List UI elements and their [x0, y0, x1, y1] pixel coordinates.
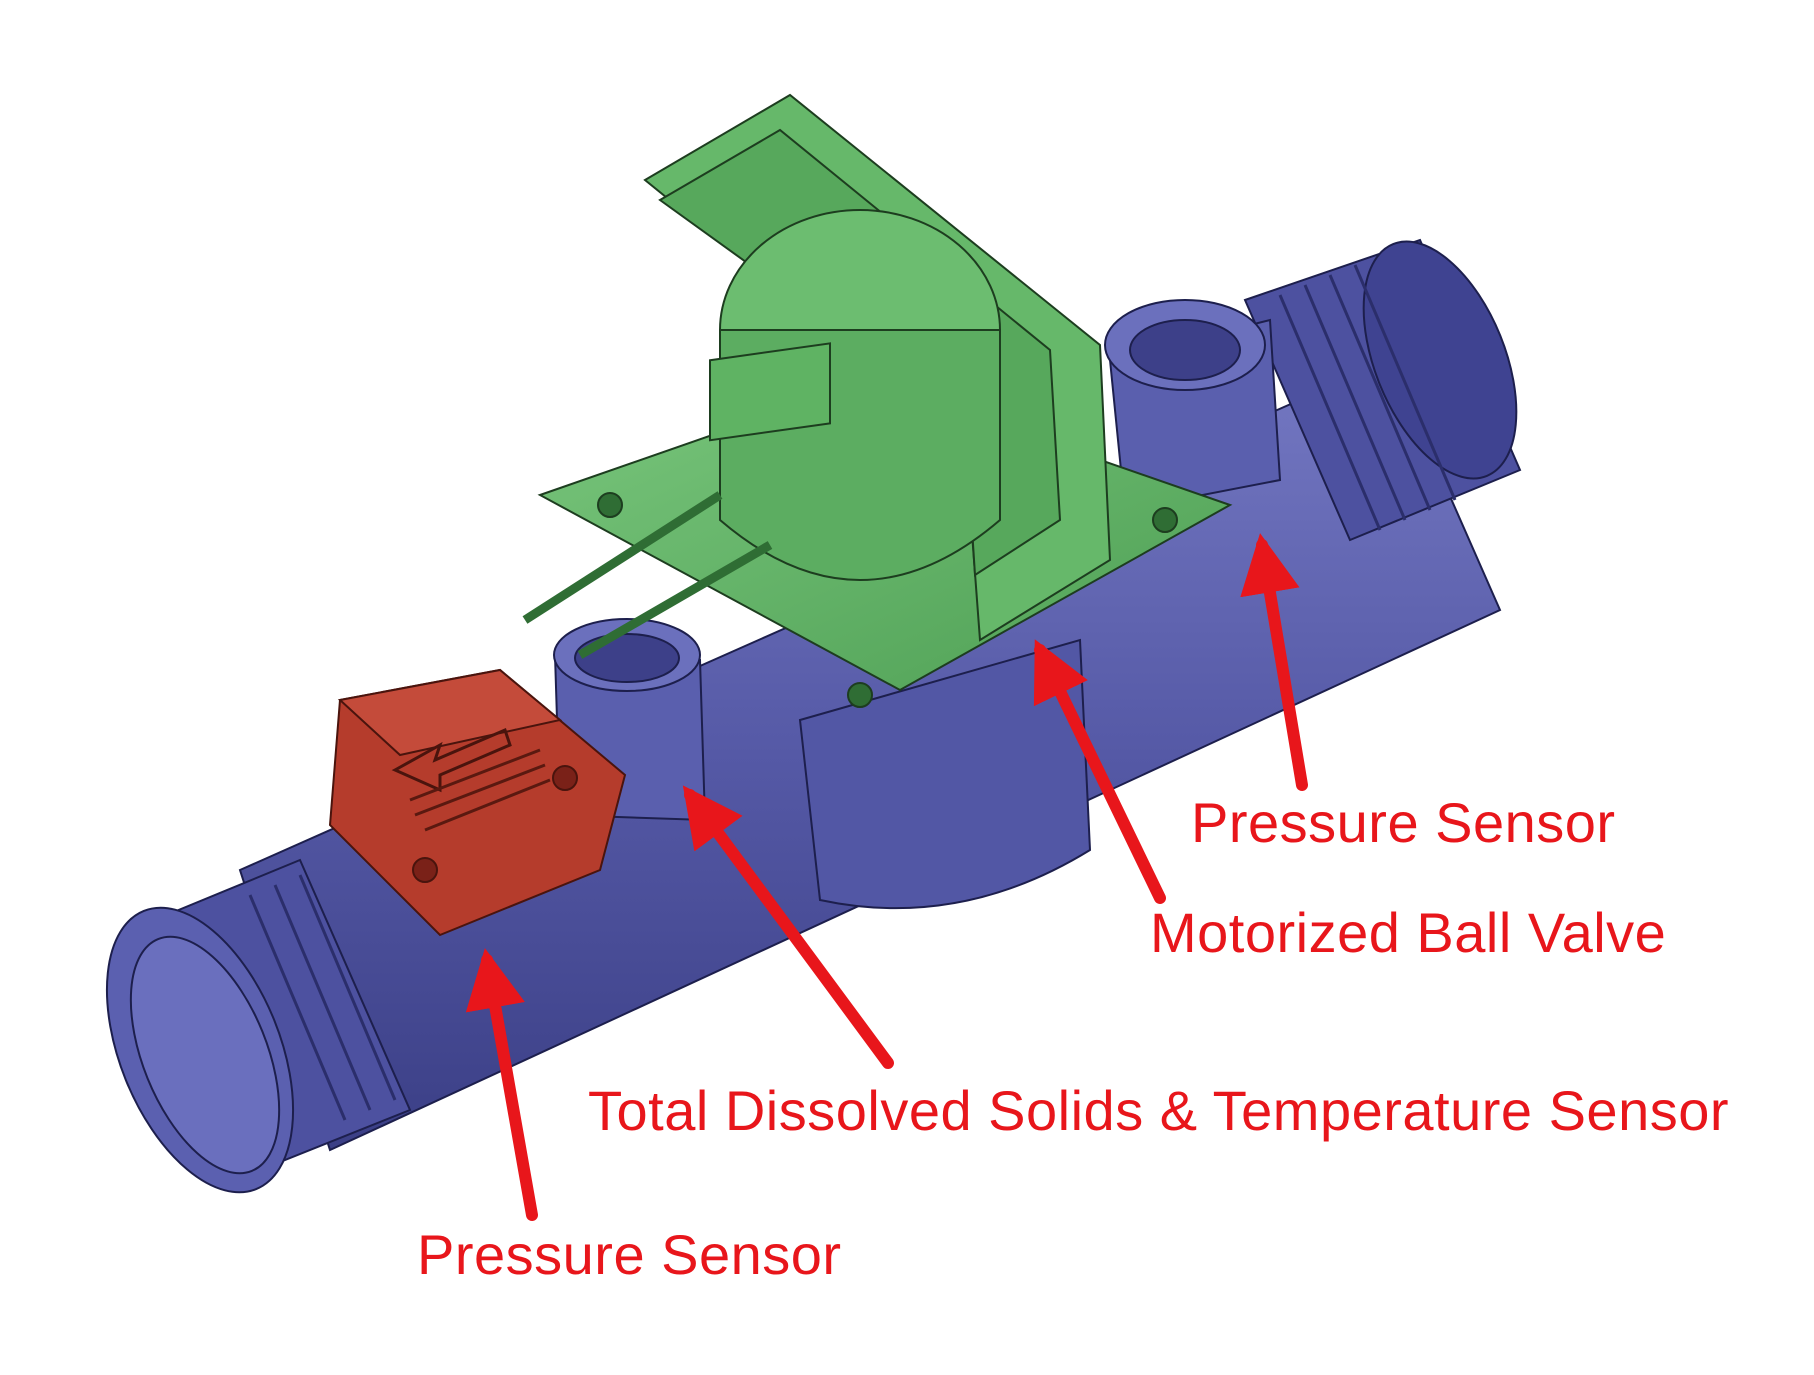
actuator-wire-block: [709, 342, 831, 442]
arrow-pressure-sensor-left: [465, 948, 538, 1221]
pipe-body: [105, 238, 1522, 1194]
left-threaded-end: [105, 858, 412, 1194]
arrow-pressure-sensor-right: [1240, 533, 1308, 791]
callout-tds-temperature-sensor: Total Dissolved Solids & Temperature Sen…: [588, 1079, 1730, 1142]
right-threaded-end: [1243, 238, 1522, 542]
actuator-wire: [577, 541, 773, 659]
callout-motorized-ball-valve: Motorized Ball Valve: [1150, 901, 1667, 964]
right-sensor-port: [1104, 299, 1282, 512]
valve-lower-housing: [798, 638, 1092, 910]
actuator-wire: [522, 491, 723, 624]
arrow-tds-sensor: [682, 785, 894, 1069]
callout-pressure-sensor-left: Pressure Sensor: [417, 1223, 842, 1286]
arrow-motorized-ball-valve: [1033, 639, 1166, 904]
callout-pressure-sensor-right: Pressure Sensor: [1191, 791, 1616, 854]
valve-actuator: [522, 93, 1233, 708]
callout-arrows: [465, 533, 1308, 1221]
flow-sensor-housing: [328, 668, 627, 937]
